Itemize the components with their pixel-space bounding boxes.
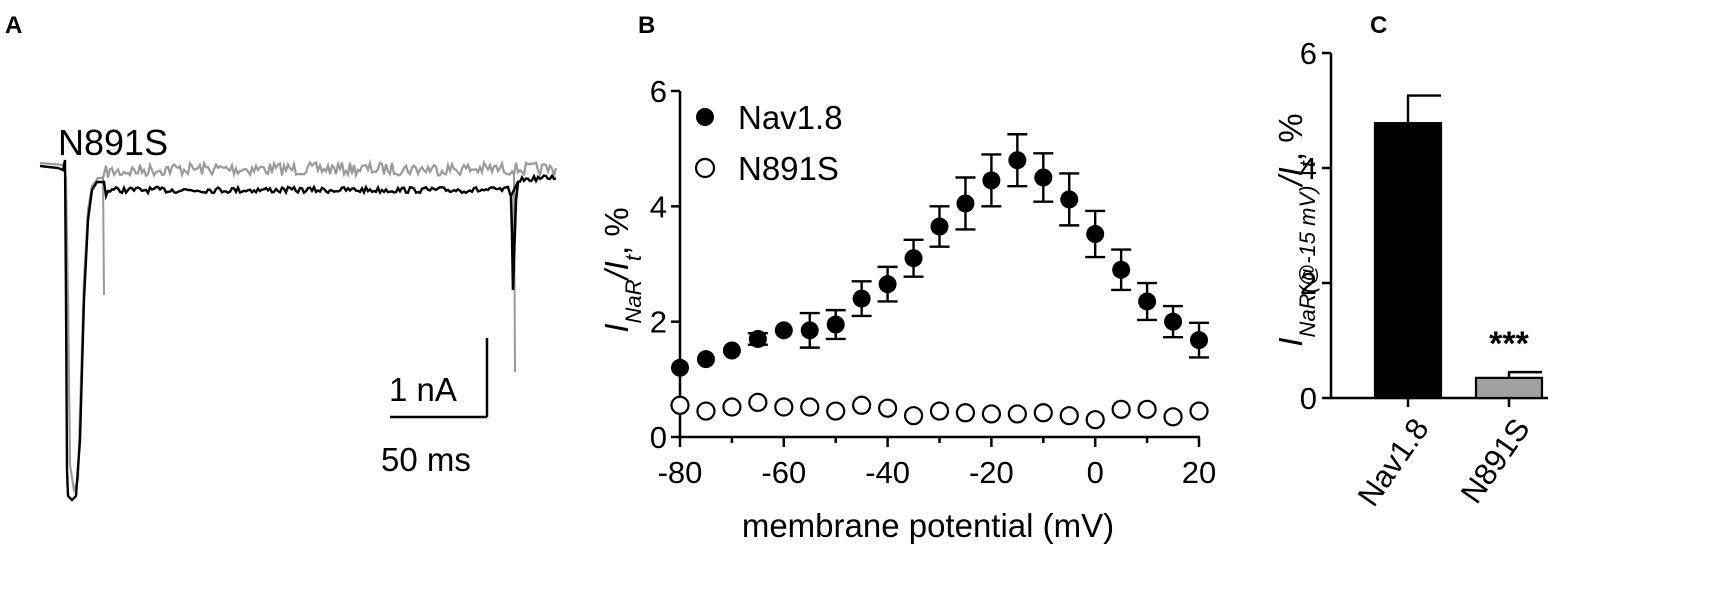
trace-n891s-spike [102, 175, 516, 373]
panel-b-scatter: 0 2 4 6 -80 -60 -40 -20 0 20 Nav1.8 N891S membran… [598, 74, 1216, 544]
data-point-n891s [1033, 403, 1053, 423]
trace-label: N891S [58, 122, 168, 163]
panel-c-ytick-label: 2 [1300, 266, 1317, 301]
data-point-nav18 [930, 217, 949, 236]
panel-b-ytick-label: 0 [650, 420, 667, 455]
legend-label-n891s: N891S [738, 150, 839, 187]
panel-letter-b: B [638, 12, 655, 39]
data-point-n891s [1111, 399, 1131, 419]
data-point-n891s [800, 397, 820, 417]
significance-stars: *** [1489, 325, 1529, 363]
data-point-nav18 [696, 350, 715, 369]
data-point-n891s [696, 401, 716, 421]
data-point-n891s [955, 403, 976, 423]
data-point-n891s [1085, 410, 1105, 430]
data-point-nav18 [1138, 292, 1157, 311]
data-point-nav18 [1008, 151, 1027, 170]
panel-c-xtick-label: Nav1.8 [1351, 412, 1436, 513]
panel-b-xtick-label: 0 [1087, 455, 1104, 490]
panel-b-tick-labels: 0 2 4 6 -80 -60 -40 -20 0 20 [650, 74, 1216, 490]
data-point-nav18 [748, 329, 767, 348]
data-point-n891s [877, 398, 898, 418]
panel-c-ytick-label: 0 [1300, 381, 1317, 416]
data-point-nav18 [982, 171, 1001, 190]
panel-b-xtick-label: -20 [969, 455, 1014, 490]
data-point-n891s [1007, 404, 1027, 424]
data-point-nav18 [671, 358, 689, 377]
data-point-n891s [670, 395, 690, 415]
trace-nav18 [39, 159, 557, 502]
data-point-nav18 [1164, 312, 1183, 331]
data-point-nav18 [1112, 260, 1131, 279]
data-point-nav18 [1190, 331, 1208, 350]
panel-b-ytick-label: 4 [650, 189, 667, 224]
data-point-n891s [1137, 399, 1157, 419]
panel-b-xtick-label: -40 [865, 455, 910, 490]
panel-c-xtick-label: N891S [1454, 412, 1537, 510]
panel-b-xtick-label: -80 [658, 455, 703, 490]
panel-a-traces: N891S 1 nA 50 ms [39, 122, 558, 502]
data-point-n891s [1163, 407, 1183, 427]
data-point-nav18 [1086, 225, 1105, 244]
trace-n891s [39, 158, 558, 495]
data-point-nav18 [722, 341, 741, 360]
panel-b-points [670, 151, 1209, 430]
data-point-n891s [826, 401, 846, 421]
data-point-n891s [774, 397, 794, 417]
scale-label-time: 50 ms [381, 441, 471, 478]
legend-label-nav18: Nav1.8 [738, 99, 843, 136]
data-point-nav18 [826, 315, 845, 334]
data-point-n891s [903, 406, 924, 426]
data-point-n891s [852, 395, 872, 415]
data-point-n891s [1059, 406, 1079, 426]
panel-b-xtick-label: -60 [761, 455, 806, 490]
trace-nav18-spike [509, 181, 520, 291]
panel-b-ylabel: INaR/It, % [598, 207, 646, 332]
legend-marker-filled [696, 108, 714, 126]
data-point-nav18 [878, 275, 897, 294]
data-point-nav18 [800, 321, 819, 340]
panel-c-bar-group [1373, 94, 1544, 400]
scale-label-current: 1 nA [389, 371, 457, 408]
bar-n891s [1474, 376, 1544, 400]
data-point-nav18 [774, 321, 793, 340]
data-point-nav18 [1060, 190, 1079, 209]
panel-letter-a: A [5, 12, 22, 39]
data-point-nav18 [852, 289, 871, 308]
legend-marker-open [694, 157, 716, 179]
panel-b-ytick-label: 2 [650, 305, 667, 340]
bar-nav18 [1373, 122, 1443, 400]
panel-b-xlabel: membrane potential (mV) [742, 507, 1114, 544]
data-point-n891s [981, 404, 1002, 424]
data-point-nav18 [956, 194, 975, 213]
data-point-nav18 [1034, 168, 1053, 187]
panel-letter-c: C [1370, 12, 1387, 39]
data-point-n891s [929, 401, 950, 421]
data-point-n891s [748, 392, 768, 412]
panel-b-axes [671, 89, 1201, 447]
panel-c-ytick-label: 4 [1300, 151, 1317, 186]
data-point-nav18 [904, 249, 923, 268]
data-point-n891s [722, 397, 742, 417]
data-point-n891s [1189, 401, 1209, 421]
panel-b-xtick-label: 20 [1182, 455, 1216, 490]
panel-b-ytick-label: 6 [650, 74, 667, 109]
panel-c-ylabel: INaR(@-15 mV)/It, % [1272, 113, 1320, 346]
panel-c-ytick-label: 6 [1300, 36, 1317, 71]
